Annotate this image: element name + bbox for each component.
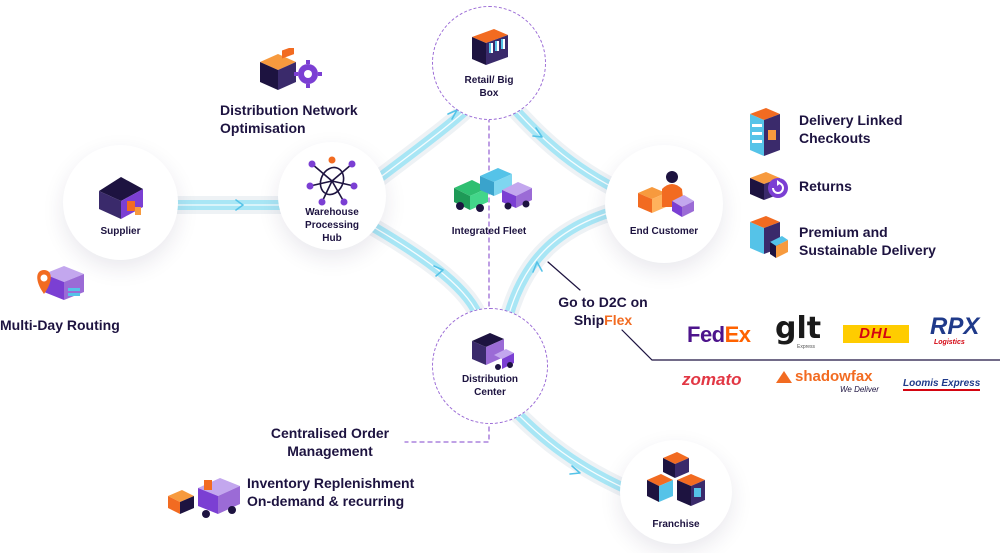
shadowfax-logo-sub: We Deliver: [840, 385, 879, 394]
d2c-pointer-line: [547, 261, 581, 291]
shadowfax-logo: shadowfax We Deliver: [776, 368, 879, 394]
franchise-node[interactable]: Franchise: [620, 440, 732, 544]
shadowfax-bird-icon: [776, 370, 792, 383]
warehouse-label: Warehouse Processing Hub: [305, 207, 359, 244]
map-pin-icon: [37, 266, 84, 300]
distribution-truck-icon: [472, 333, 514, 370]
shadowfax-logo-text: shadowfax: [795, 368, 873, 385]
shipflex-brand-a: Ship: [573, 312, 605, 328]
zomato-logo: zomato: [682, 370, 742, 389]
arrow-chevron: [569, 465, 581, 475]
shipflex-brand-b: Flex: [604, 312, 633, 328]
inventory-replenishment-text: Inventory Replenishment On-demand & recu…: [247, 475, 415, 509]
glt-logo-text: glt: [775, 311, 822, 346]
arrow-chevron: [433, 265, 444, 277]
loomis-logo: Loomis Express: [903, 378, 981, 391]
partner-divider: [621, 329, 1000, 361]
retail-label: Retail/ Big Box: [464, 75, 514, 99]
dhl-logo: DHL: [843, 325, 909, 343]
d2c-line: Go to D2C on: [558, 294, 648, 310]
supplier-node[interactable]: Supplier: [63, 145, 178, 260]
distribution-network-text: Distribution Network Optimisation: [220, 102, 358, 136]
premium-sustainable-text: Premium and Sustainable Delivery: [799, 224, 936, 258]
store-icon: [472, 29, 508, 65]
premium-delivery-icon: [750, 216, 788, 258]
returns-icon: [750, 172, 788, 200]
multi-day-routing-text: Multi-Day Routing: [0, 317, 120, 333]
network-hub-icon: [306, 156, 358, 206]
customer-boxes-icon: [638, 171, 694, 217]
end-customer-node[interactable]: End Customer: [605, 145, 723, 263]
returns-text: Returns: [799, 178, 852, 194]
fedex-logo: FedEx: [687, 322, 751, 348]
centralised-order-text: Centralised Order Management: [270, 425, 390, 459]
retail-node[interactable]: Retail/ Big Box: [432, 6, 546, 120]
distribution-node[interactable]: Distribution Center: [432, 308, 548, 424]
delivery-linked-text: Delivery Linked Checkouts: [799, 112, 903, 146]
rpx-logo-sub: Logistics: [934, 339, 965, 346]
supplier-label: Supplier: [100, 226, 141, 237]
end-customer-label: End Customer: [629, 226, 699, 237]
rpx-logo-text: RPX: [930, 313, 980, 340]
arrow-chevron: [235, 199, 244, 211]
fleet-label: Integrated Fleet: [451, 226, 527, 237]
dhl-logo-text: DHL: [859, 325, 893, 342]
warehouse-node[interactable]: Warehouse Processing Hub: [278, 142, 386, 250]
warehouse-icon: [98, 177, 143, 219]
arrow-chevron: [532, 261, 543, 273]
fedex-logo-fed: Fed: [687, 322, 725, 347]
franchise-stores-icon: [647, 452, 705, 506]
shadowfax-logo-row: shadowfax: [776, 368, 879, 385]
forklift-truck-icon: [168, 478, 240, 518]
d2c-text: Go to D2C on ShipFlex: [553, 293, 653, 329]
checkout-icon: [750, 108, 780, 156]
fedex-logo-ex: Ex: [724, 322, 751, 347]
glt-logo-sub: Express: [797, 344, 816, 350]
trucks-icon: [454, 168, 532, 212]
distribution-label: Distribution Center: [461, 374, 519, 398]
gear-box-icon: [260, 48, 322, 90]
franchise-label: Franchise: [652, 519, 700, 530]
glt-logo: glt Express: [775, 311, 822, 351]
rpx-logo: RPX Logistics: [930, 313, 980, 347]
arrow-chevron: [532, 127, 543, 138]
